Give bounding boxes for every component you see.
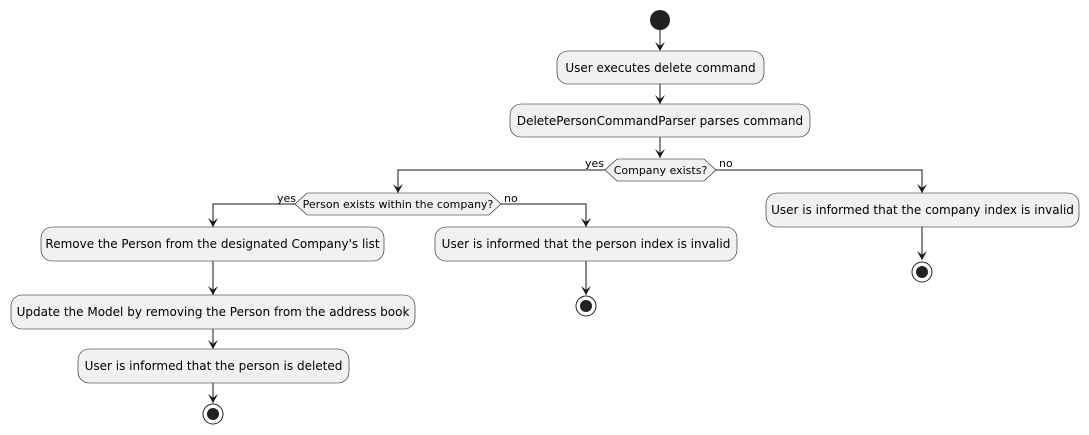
start-node bbox=[650, 10, 670, 30]
arrow-icon bbox=[208, 218, 218, 227]
arrow-icon bbox=[393, 184, 403, 193]
action-node-execute: User executes delete command bbox=[556, 50, 765, 85]
arrow-icon bbox=[655, 42, 665, 51]
action-node-parse: DeletePersonCommandParser parses command bbox=[509, 103, 811, 138]
branch-label-person-no: no bbox=[504, 192, 518, 205]
action-label: User is informed that the company index … bbox=[771, 203, 1074, 217]
arrow-icon bbox=[208, 340, 218, 349]
arrow-icon bbox=[208, 394, 218, 403]
arrow-icon bbox=[655, 95, 665, 104]
branch-label-company-yes: yes bbox=[585, 157, 604, 170]
action-label: User executes delete command bbox=[565, 61, 755, 75]
action-label: User is informed that the person index i… bbox=[442, 237, 731, 251]
flow-connectors bbox=[208, 30, 927, 403]
branch-label-company-no: no bbox=[719, 157, 733, 170]
action-label: User is informed that the person is dele… bbox=[85, 359, 343, 373]
decision-label: Person exists within the company? bbox=[303, 198, 494, 211]
edge-person-no bbox=[501, 203, 587, 227]
arrow-icon bbox=[581, 286, 591, 295]
action-label: DeletePersonCommandParser parses command bbox=[517, 114, 803, 128]
arrow-icon bbox=[917, 184, 927, 193]
action-node-company-invalid: User is informed that the company index … bbox=[765, 192, 1080, 228]
end-node-person-invalid bbox=[575, 295, 597, 317]
action-label: Update the Model by removing the Person … bbox=[17, 305, 410, 319]
end-node-company-invalid bbox=[911, 261, 933, 283]
arrow-icon bbox=[655, 149, 665, 158]
action-node-remove: Remove the Person from the designated Co… bbox=[40, 226, 385, 262]
branch-label-person-yes: yes bbox=[277, 192, 296, 205]
decision-label: Company exists? bbox=[614, 164, 708, 177]
arrow-icon bbox=[208, 286, 218, 295]
action-node-person-invalid: User is informed that the person index i… bbox=[434, 226, 738, 262]
edge-company-yes bbox=[397, 169, 605, 193]
end-node-deleted bbox=[202, 403, 224, 425]
action-node-update: Update the Model by removing the Person … bbox=[10, 294, 416, 330]
edge-company-no bbox=[716, 169, 923, 193]
arrow-icon bbox=[917, 251, 927, 260]
decision-node-person: Person exists within the company? bbox=[294, 192, 502, 216]
decision-node-company: Company exists? bbox=[604, 158, 717, 182]
action-label: Remove the Person from the designated Co… bbox=[45, 237, 379, 251]
action-node-deleted: User is informed that the person is dele… bbox=[77, 348, 350, 384]
edge-person-yes bbox=[212, 203, 295, 227]
arrow-icon bbox=[581, 218, 591, 227]
